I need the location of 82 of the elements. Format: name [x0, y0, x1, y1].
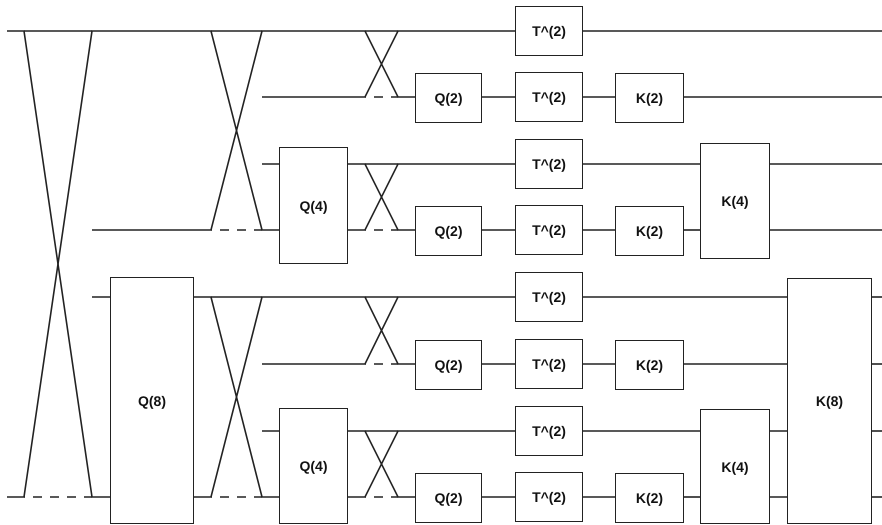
- block-box: [279, 408, 348, 524]
- block-box: [787, 278, 872, 524]
- wire: [348, 163, 515, 231]
- wire: [872, 363, 882, 365]
- block-label: T^(2): [532, 222, 566, 238]
- block-label: Q(4): [300, 198, 328, 214]
- block-box: [515, 339, 583, 389]
- wire: [583, 430, 700, 432]
- wire: [92, 296, 110, 298]
- wire: [7, 30, 110, 498]
- block-box: [415, 340, 482, 390]
- block-box: [615, 73, 684, 123]
- block-box: [279, 147, 348, 264]
- block-box: [415, 206, 482, 256]
- block-label: Q(2): [434, 357, 462, 373]
- block-label: Q(2): [434, 223, 462, 239]
- block-box: [615, 206, 684, 256]
- wire: [583, 96, 615, 98]
- block-label: K(4): [721, 458, 749, 474]
- wire: [872, 496, 882, 498]
- block-label: T^(2): [532, 489, 566, 505]
- block-label: T^(2): [532, 156, 566, 172]
- block-box: [515, 272, 583, 322]
- block-label: T^(2): [532, 356, 566, 372]
- block-label: Q(4): [300, 458, 328, 474]
- wire: [583, 296, 787, 298]
- block-box: [110, 277, 194, 524]
- wire: [583, 229, 615, 231]
- block-box: [515, 205, 583, 255]
- block-label: T^(2): [532, 289, 566, 305]
- block-label: T^(2): [532, 23, 566, 39]
- wire: [262, 163, 279, 165]
- block-label: K(2): [636, 90, 664, 106]
- block-label: T^(2): [532, 423, 566, 439]
- block-label: T^(2): [532, 89, 566, 105]
- wire: [262, 296, 515, 365]
- block-box: [615, 473, 684, 523]
- block-box: [415, 73, 482, 123]
- wire: [482, 363, 515, 365]
- block-box: [515, 139, 583, 189]
- wire: [770, 163, 882, 165]
- wire: [482, 229, 515, 231]
- wire: [583, 363, 615, 365]
- wire: [872, 430, 882, 432]
- block-box: [515, 472, 583, 522]
- block-label: K(2): [636, 357, 664, 373]
- block-box: [415, 473, 482, 523]
- wire: [482, 496, 515, 498]
- wire: [583, 30, 882, 32]
- wire: [770, 229, 882, 231]
- wire: [770, 430, 787, 432]
- wire: [262, 430, 279, 432]
- wire: [348, 163, 415, 231]
- wire: [583, 163, 700, 165]
- block-box: [700, 143, 770, 259]
- block-label: Q(2): [434, 490, 462, 506]
- wire: [684, 363, 787, 365]
- wire: [684, 229, 700, 231]
- wire: [348, 430, 515, 498]
- wire: [262, 30, 515, 98]
- wire: [482, 96, 515, 98]
- wire: [348, 430, 415, 498]
- wire: [194, 296, 415, 498]
- wire: [7, 30, 279, 498]
- block-box: [515, 72, 583, 122]
- block-label: K(2): [636, 490, 664, 506]
- block-label: K(4): [721, 193, 749, 209]
- block-label: K(2): [636, 223, 664, 239]
- block-label: Q(8): [138, 392, 166, 408]
- wire: [194, 296, 279, 498]
- block-box: [700, 409, 770, 524]
- block-box: [515, 6, 583, 56]
- wire: [684, 496, 700, 498]
- block-box: [615, 340, 684, 390]
- wire: [92, 30, 415, 231]
- block-box: [515, 406, 583, 456]
- wire: [583, 496, 615, 498]
- wire: [770, 496, 787, 498]
- wire: [872, 296, 882, 298]
- wire: [684, 96, 882, 98]
- block-label: Q(2): [434, 90, 462, 106]
- block-label: K(8): [816, 393, 844, 409]
